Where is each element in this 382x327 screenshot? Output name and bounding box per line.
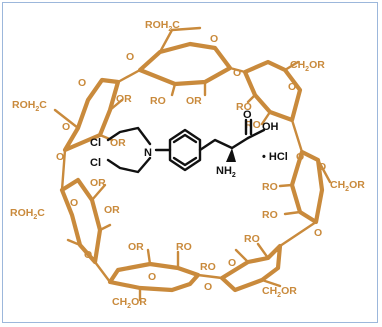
label-or: OR [116, 93, 132, 105]
label-ro: RO [244, 233, 260, 245]
stereo-wedge [226, 148, 236, 162]
label-o: O [148, 271, 156, 283]
label-cl-2: Cl [90, 157, 101, 169]
label-ro: RO [262, 209, 278, 221]
ring-labels: ROH2C O OR RO O O CH2OR O RO RO O CH2OR … [10, 19, 365, 310]
label-o: O [126, 51, 134, 63]
glucose-unit-top [137, 26, 247, 97]
label-roh2c-left-upper: ROH2C [12, 99, 47, 113]
label-o: O [288, 81, 296, 93]
label-o: O [233, 67, 241, 79]
benzene-ring [168, 128, 202, 172]
guest-molecule [106, 118, 266, 174]
label-oh: OH [262, 121, 279, 133]
label-ro: RO [150, 95, 166, 107]
label-o: O [296, 151, 304, 163]
label-o: O [62, 121, 70, 133]
label-nh2: NH2 [216, 165, 236, 179]
glucose-unit-lower-left [59, 148, 112, 265]
label-o: O [314, 227, 322, 239]
guest-labels: Cl Cl N O OH NH2 • HCl [90, 109, 288, 179]
label-o: O [210, 33, 218, 45]
label-roh2c-left-lower: ROH2C [10, 207, 45, 221]
label-o: O [204, 281, 212, 293]
label-o: O [228, 257, 236, 269]
label-ch2or-right: CH2OR [330, 179, 365, 193]
label-or: OR [110, 137, 126, 149]
label-o: O [70, 197, 78, 209]
label-cl-1: Cl [90, 137, 101, 149]
label-or: OR [90, 177, 106, 189]
label-ch2or-top-right: CH2OR [290, 59, 325, 73]
label-or: OR [186, 95, 202, 107]
cyclodextrin-ring [53, 26, 332, 302]
label-or: OR [128, 241, 144, 253]
label-o: O [84, 249, 92, 261]
glucose-unit-bottom [93, 248, 201, 302]
label-o: O [56, 151, 64, 163]
label-o-carbonyl: O [243, 109, 252, 121]
label-ro: RO [200, 261, 216, 273]
label-ro: RO [236, 101, 252, 113]
label-o: O [78, 77, 86, 89]
label-roh2c-top: ROH2C [145, 19, 180, 33]
glucose-unit-upper-left [53, 68, 142, 153]
glucose-unit-bottom-right [196, 242, 283, 293]
label-hcl: • HCl [262, 151, 288, 163]
label-ro: RO [262, 181, 278, 193]
glucose-unit-right [278, 149, 332, 248]
label-ch2or-bottom: CH2OR [112, 296, 147, 310]
glucose-unit-upper-right [242, 59, 304, 154]
label-ch2or-bottom-right: CH2OR [262, 285, 297, 299]
label-or: OR [104, 204, 120, 216]
label-o: O [318, 161, 326, 173]
label-ro: RO [176, 241, 192, 253]
label-n: N [144, 147, 152, 159]
label-ro: RO [245, 119, 261, 131]
